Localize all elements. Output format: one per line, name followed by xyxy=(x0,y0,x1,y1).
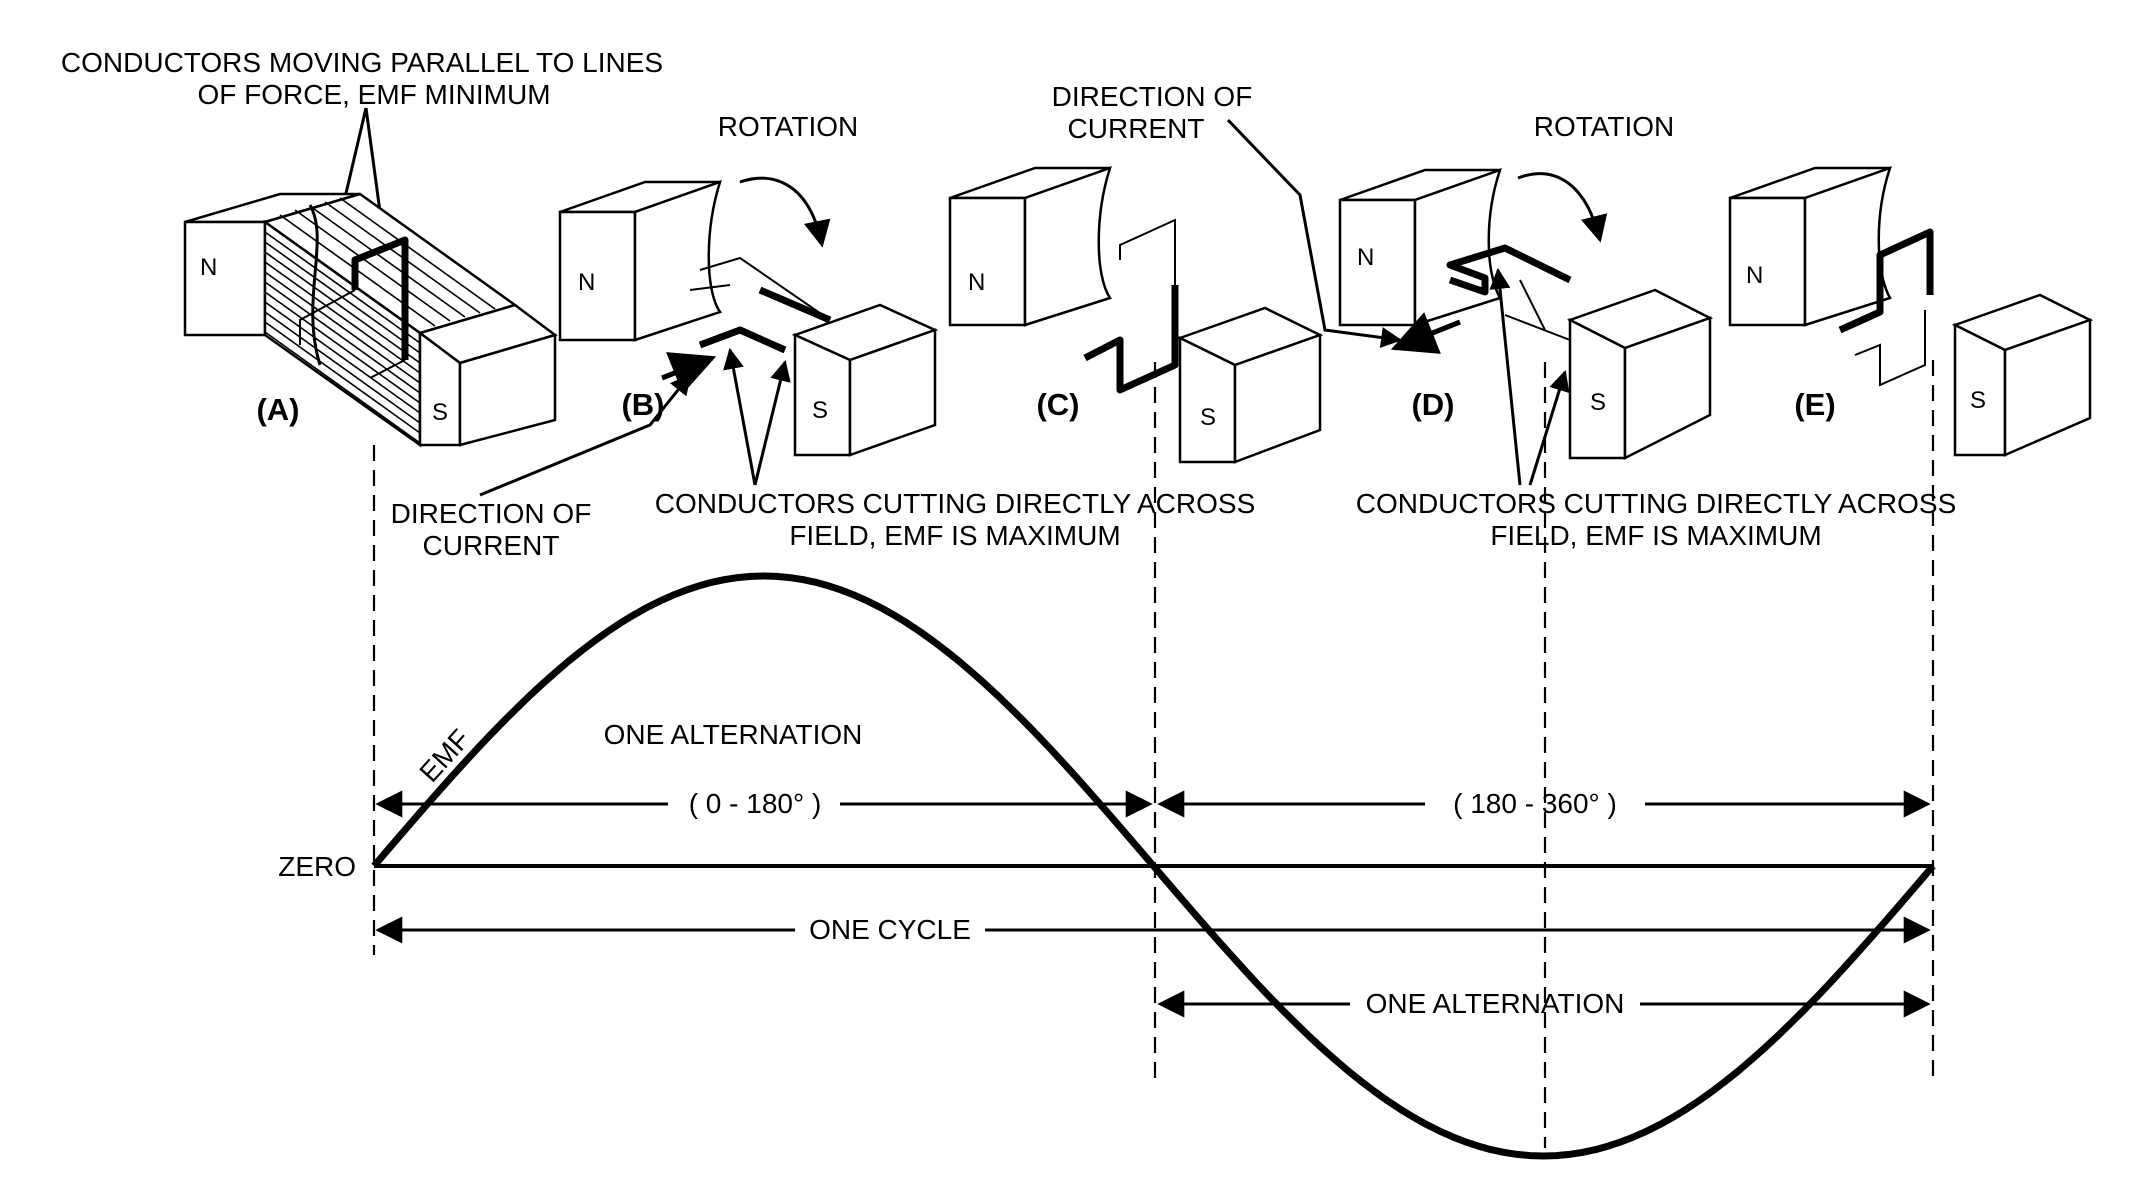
direction-of-current-left-line1: DIRECTION OF xyxy=(391,498,592,529)
parallel-note-line2: OF FORCE, EMF MINIMUM xyxy=(197,79,550,110)
rotation-label-right: ROTATION xyxy=(1534,111,1675,142)
panel-label-e: (E) xyxy=(1794,387,1835,422)
direction-of-current-top-line2: CURRENT xyxy=(1068,113,1205,144)
cutting-note-left-line1: CONDUCTORS CUTTING DIRECTLY ACROSS xyxy=(655,488,1256,519)
one-alternation-bottom: ONE ALTERNATION xyxy=(1366,988,1625,1019)
conductor-loop-b xyxy=(698,326,787,354)
pole-n-c: N xyxy=(968,269,985,296)
conductor-loop-e xyxy=(1838,228,1934,334)
panel-e: N S xyxy=(1728,165,2094,457)
direction-leader-left xyxy=(479,373,692,497)
cutting-note-right-line1: CONDUCTORS CUTTING DIRECTLY ACROSS xyxy=(1356,488,1957,519)
conductor-loop-a xyxy=(351,236,409,360)
range-180-360-label: ( 180 - 360° ) xyxy=(1453,788,1617,819)
panel-a: N S xyxy=(183,192,558,448)
rotation-label-left: ROTATION xyxy=(718,111,859,142)
pole-n-b: N xyxy=(578,269,595,296)
conductor-loop-c xyxy=(1083,285,1179,394)
zero-label: ZERO xyxy=(278,851,356,882)
one-cycle-label: ONE CYCLE xyxy=(809,914,971,945)
cutting-note-left-line2: FIELD, EMF IS MAXIMUM xyxy=(789,520,1120,551)
panel-b: N S xyxy=(558,179,939,457)
pole-s-e: S xyxy=(1970,387,1986,414)
direction-of-current-left-line2: CURRENT xyxy=(423,530,560,561)
pole-n-d: N xyxy=(1357,244,1374,271)
panel-label-c: (C) xyxy=(1036,387,1079,422)
panel-c: N S xyxy=(948,165,1324,464)
cutting-note-right-line2: FIELD, EMF IS MAXIMUM xyxy=(1490,520,1821,551)
pole-s-a: S xyxy=(432,399,448,426)
panel-label-d: (D) xyxy=(1411,387,1454,422)
rotation-arrow-right xyxy=(1517,172,1608,243)
pole-n-e: N xyxy=(1746,262,1763,289)
parallel-note-line1: CONDUCTORS MOVING PARALLEL TO LINES xyxy=(61,47,663,78)
one-alternation-top: ONE ALTERNATION xyxy=(604,719,863,750)
pole-s-c: S xyxy=(1200,404,1216,431)
panel-d: N S xyxy=(1338,167,1714,461)
emf-sine-wave xyxy=(371,572,1936,1160)
panel-label-a: (A) xyxy=(256,392,299,427)
rotation-arrow-left xyxy=(739,176,831,248)
pole-n-a: N xyxy=(200,254,217,281)
direction-of-current-top-line1: DIRECTION OF xyxy=(1052,81,1253,112)
range-0-180-label: ( 0 - 180° ) xyxy=(689,788,822,819)
pole-s-b: S xyxy=(812,397,828,424)
pole-s-d: S xyxy=(1590,389,1606,416)
conductor-loop-d xyxy=(1446,244,1572,296)
